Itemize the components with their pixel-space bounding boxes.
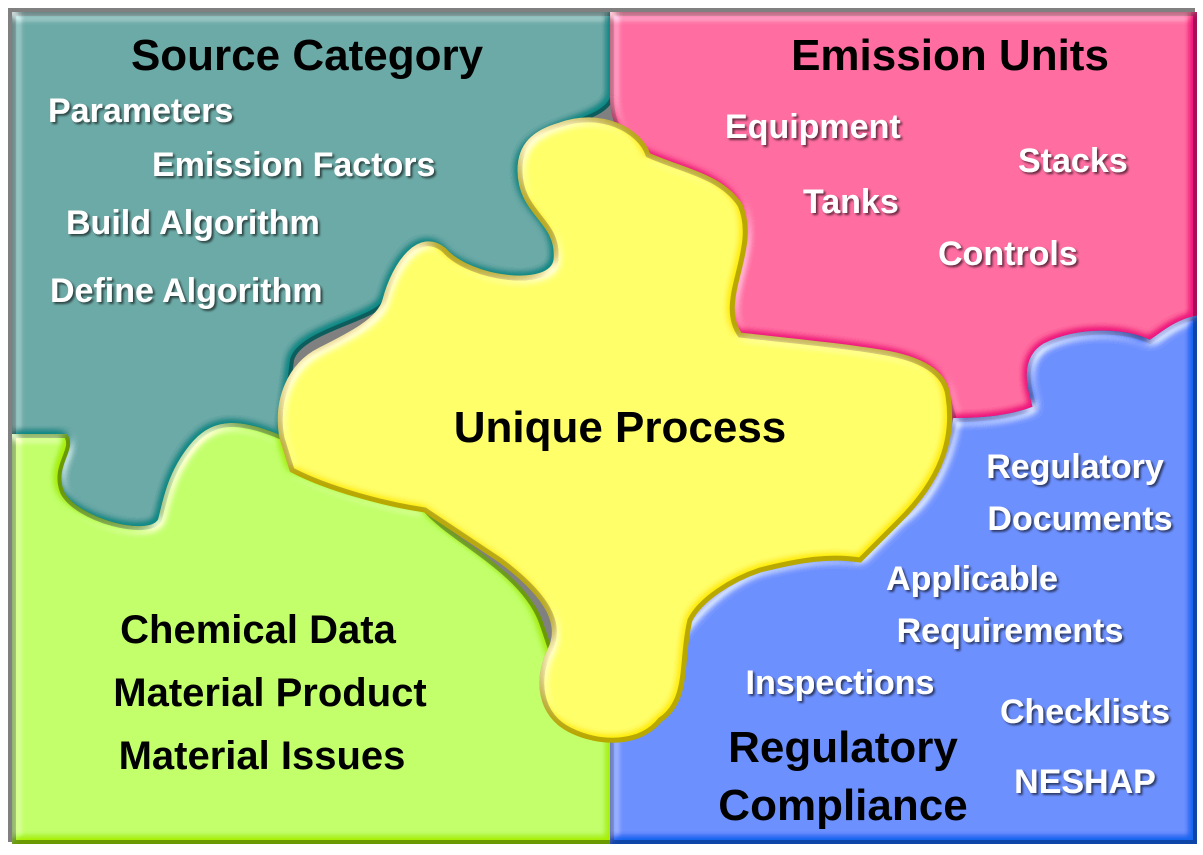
regulatory-item-inspections: Inspections	[746, 664, 935, 702]
emission-units-item-equipment: Equipment	[725, 108, 901, 146]
chemical-data-piece	[12, 422, 614, 844]
regulatory-item-requirements: Requirements	[897, 612, 1124, 650]
source-category-item-build-algorithm: Build Algorithm	[66, 204, 320, 242]
regulatory-item-neshap: NESHAP	[1014, 763, 1156, 801]
regulatory-item-checklists: Checklists	[1000, 693, 1170, 731]
regulatory-item-applicable: Applicable	[886, 560, 1058, 598]
emission-units-title: Emission Units	[791, 31, 1109, 80]
regulatory-item-documents: Documents	[987, 500, 1172, 538]
unique-process-piece	[277, 117, 953, 743]
source-category-item-emission-factors: Emission Factors	[152, 146, 435, 184]
source-category-title: Source Category	[131, 31, 484, 80]
chemical-item-material-issues: Material Issues	[119, 734, 406, 778]
regulatory-compliance-title-line2: Compliance	[718, 781, 967, 830]
emission-units-item-tanks: Tanks	[803, 183, 899, 221]
regulatory-compliance-title-line1: Regulatory	[728, 723, 958, 772]
emission-units-item-controls: Controls	[938, 235, 1078, 273]
source-category-item-define-algorithm: Define Algorithm	[50, 272, 323, 310]
emission-units-item-stacks: Stacks	[1018, 142, 1128, 180]
chemical-item-chemical-data: Chemical Data	[120, 608, 396, 652]
regulatory-item-regulatory: Regulatory	[986, 448, 1164, 486]
chemical-item-material-product: Material Product	[113, 671, 426, 715]
unique-process-label: Unique Process	[454, 403, 787, 452]
source-category-item-parameters: Parameters	[48, 92, 233, 130]
